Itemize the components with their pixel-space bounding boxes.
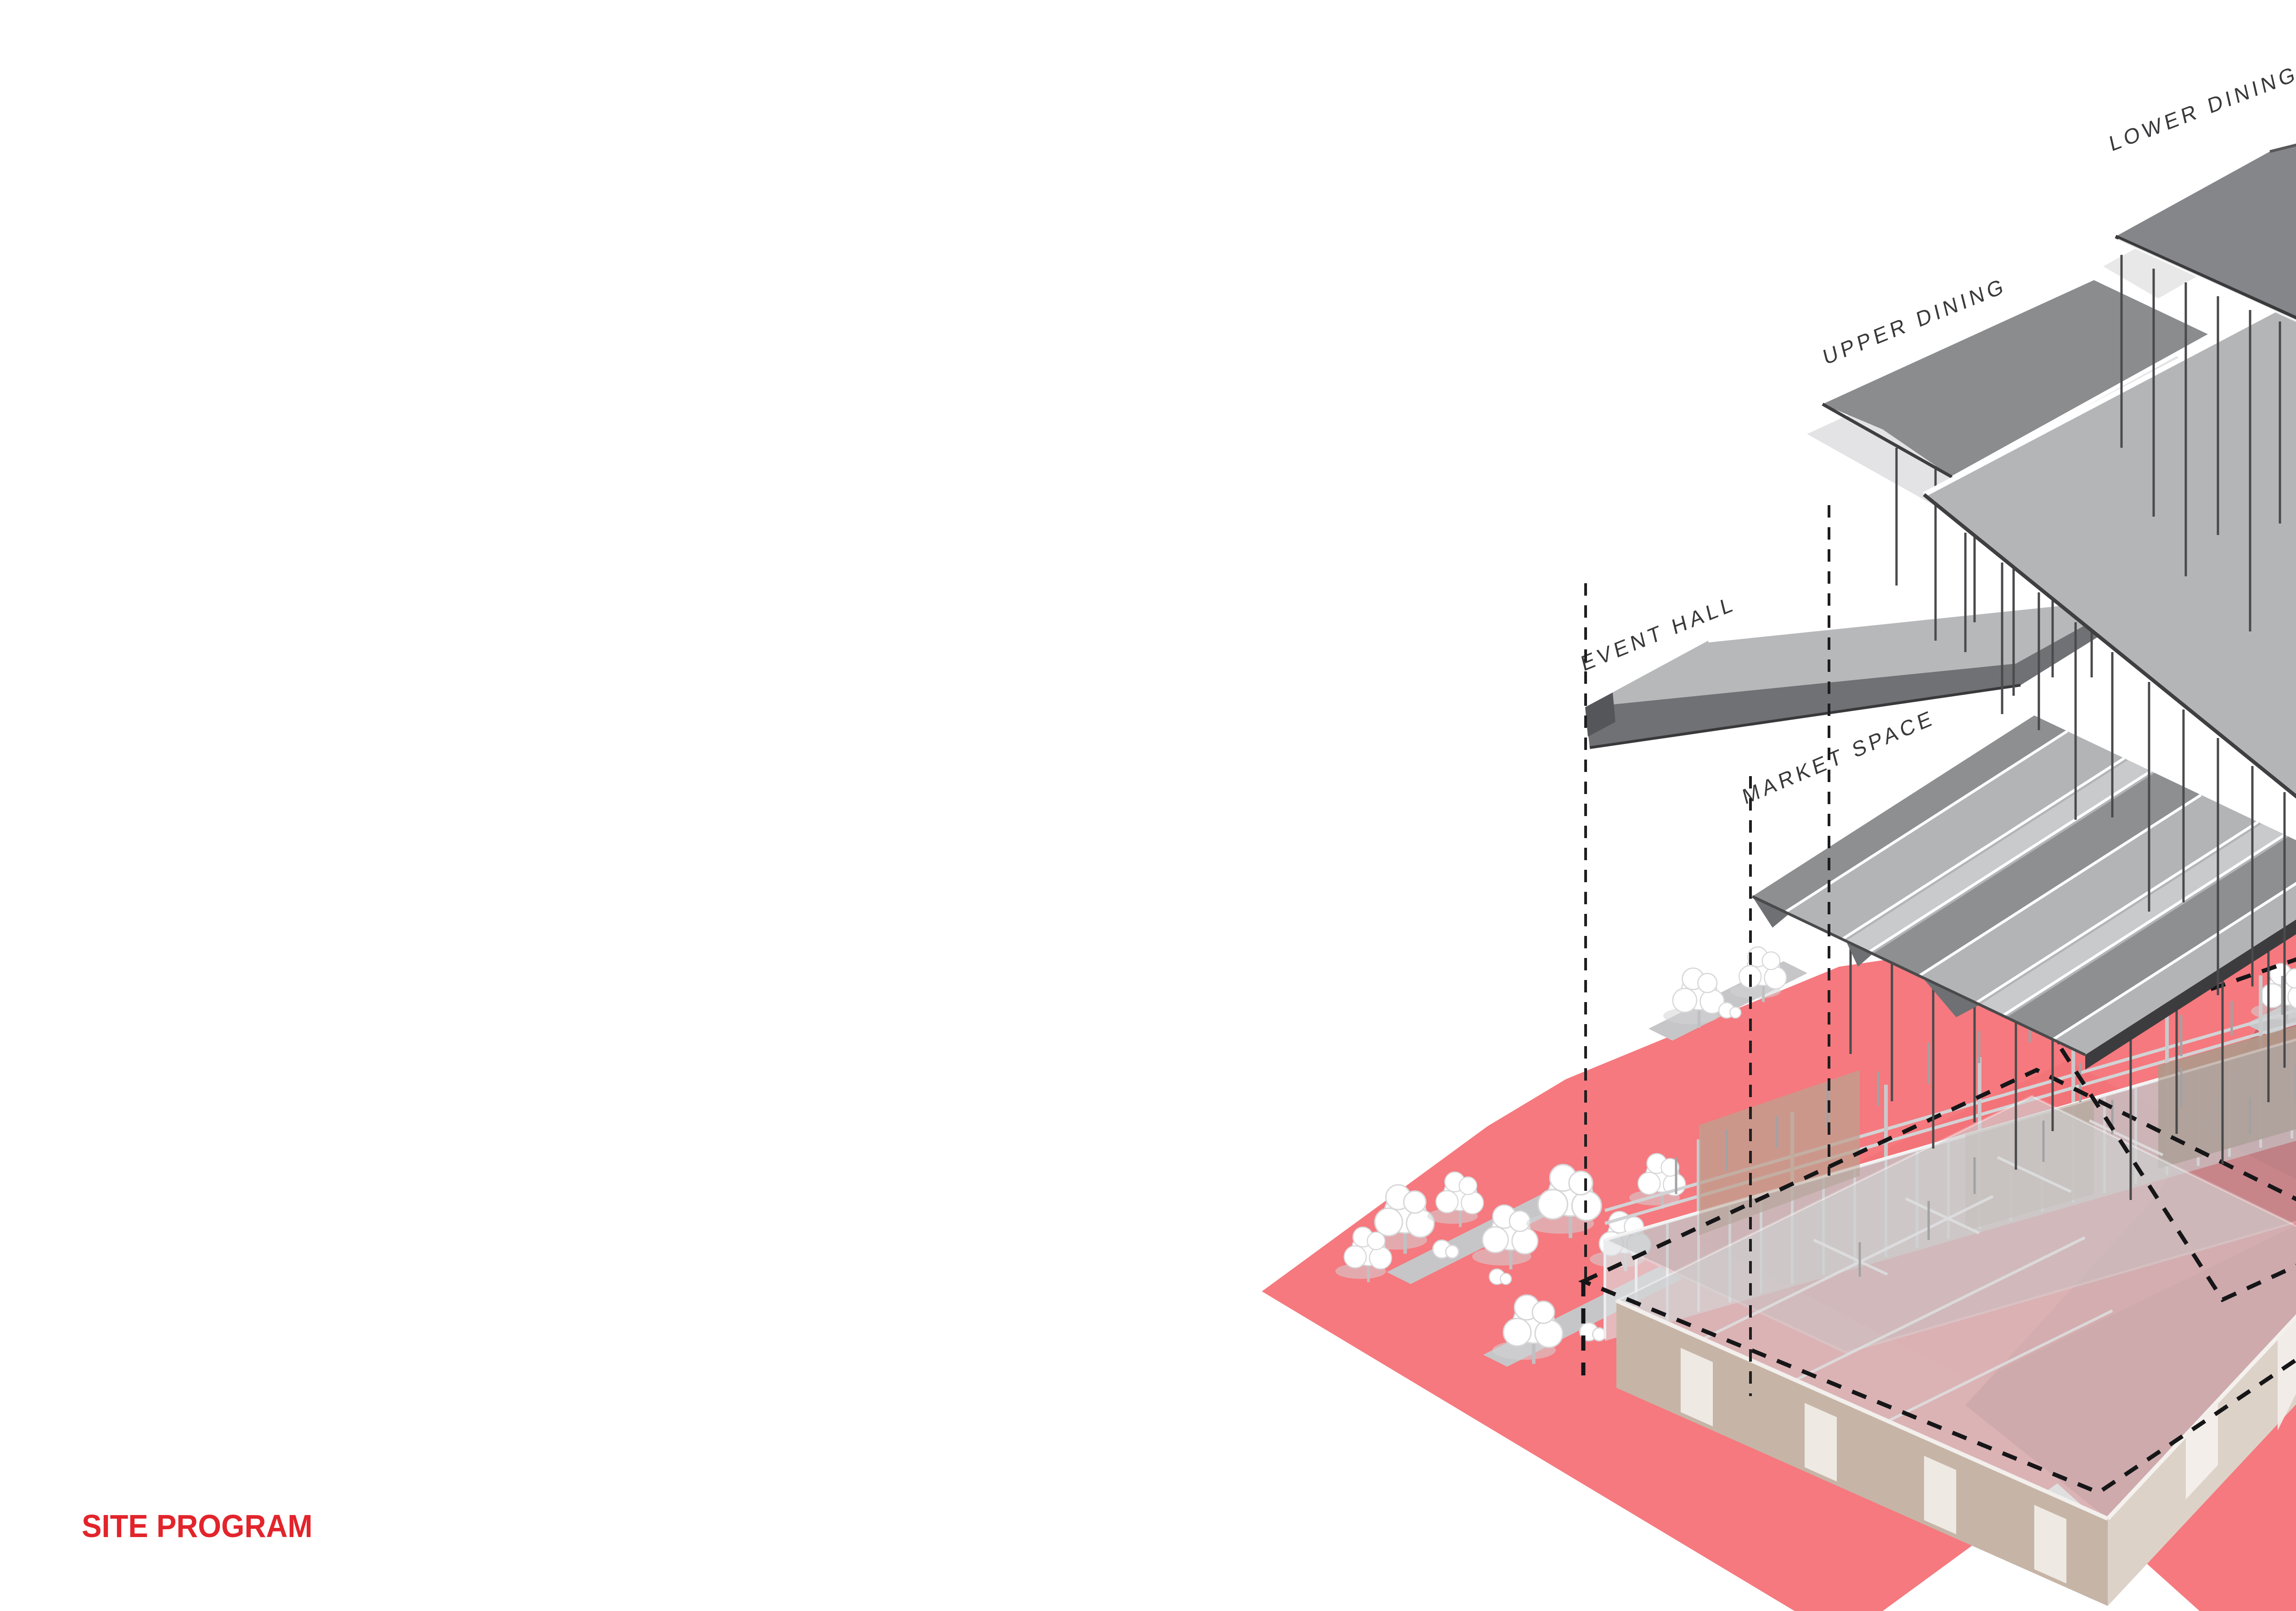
event-hall-layer: EVENT HALL	[1579, 591, 2140, 749]
lower-dining-roof	[2115, 143, 2296, 322]
market-space-layer: MARKET SPACE	[1740, 705, 2296, 1200]
page-title: SITE PROGRAM	[82, 1509, 313, 1544]
upper-dining-left-plate	[1822, 280, 2212, 479]
lower-dining-label: LOWER DINING	[2107, 61, 2296, 156]
connector-lines	[1584, 505, 1830, 1396]
lower-dining-columns	[2120, 255, 2281, 631]
interior-plan-lines	[1698, 1119, 2164, 1425]
event-hall-slab	[1585, 594, 2140, 749]
upper-dining-triangle-plate	[1923, 296, 2296, 799]
base-building	[1578, 957, 2296, 1606]
footprint-dashes	[1578, 957, 2296, 1495]
upper-dining-layer: UPPER DINING	[1807, 273, 2296, 1068]
market-roof	[1751, 715, 2296, 1070]
market-columns	[1849, 937, 2270, 1200]
